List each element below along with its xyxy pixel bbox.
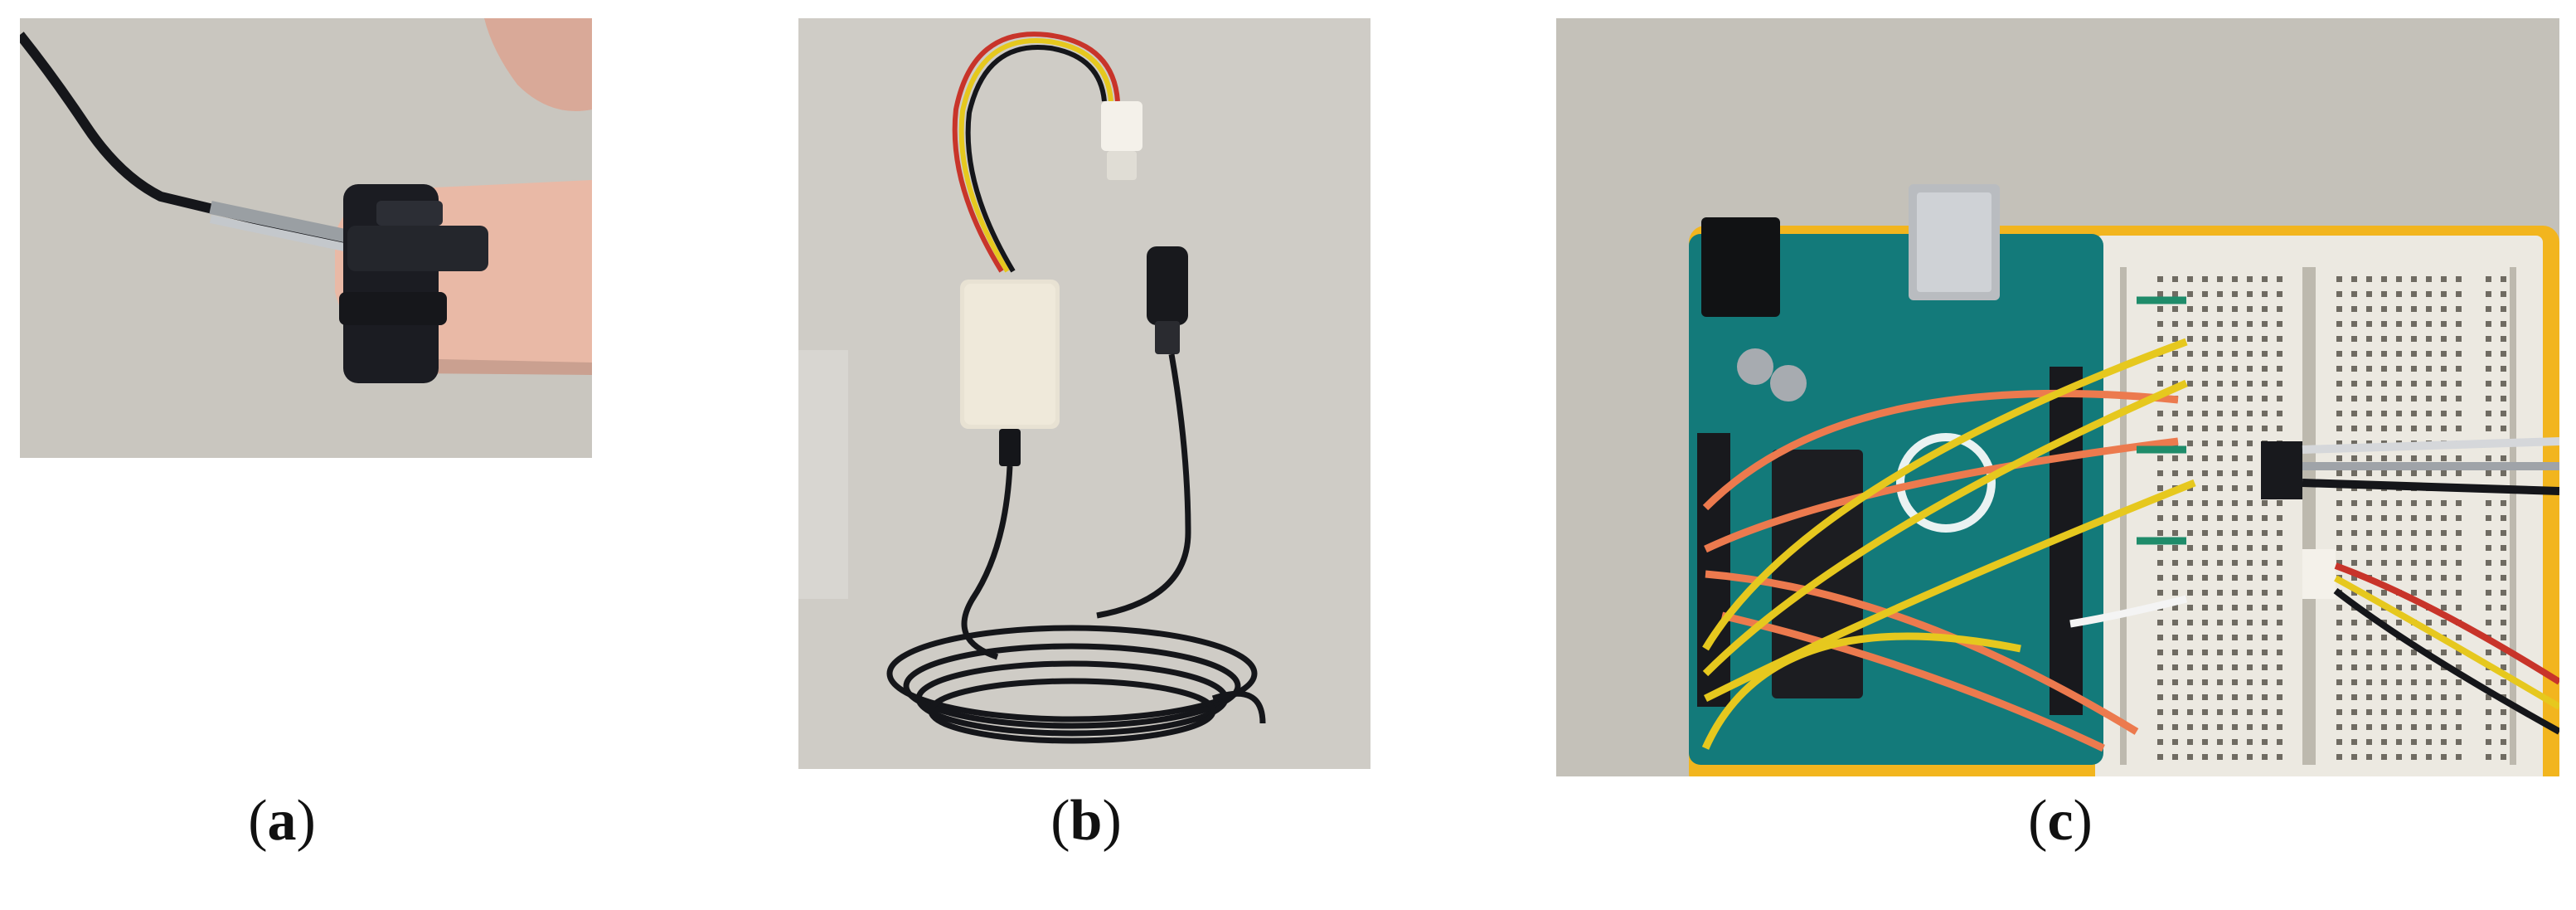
panel-label-c: (c)	[2028, 789, 2093, 853]
photo-finger-sensor	[20, 18, 592, 458]
panel-label-a: (a)	[248, 789, 316, 853]
photo-ear-clip-sensor-module	[798, 18, 1370, 769]
panel-label-b: (b)	[1050, 789, 1122, 853]
photo-arduino-breadboard	[1556, 18, 2559, 776]
